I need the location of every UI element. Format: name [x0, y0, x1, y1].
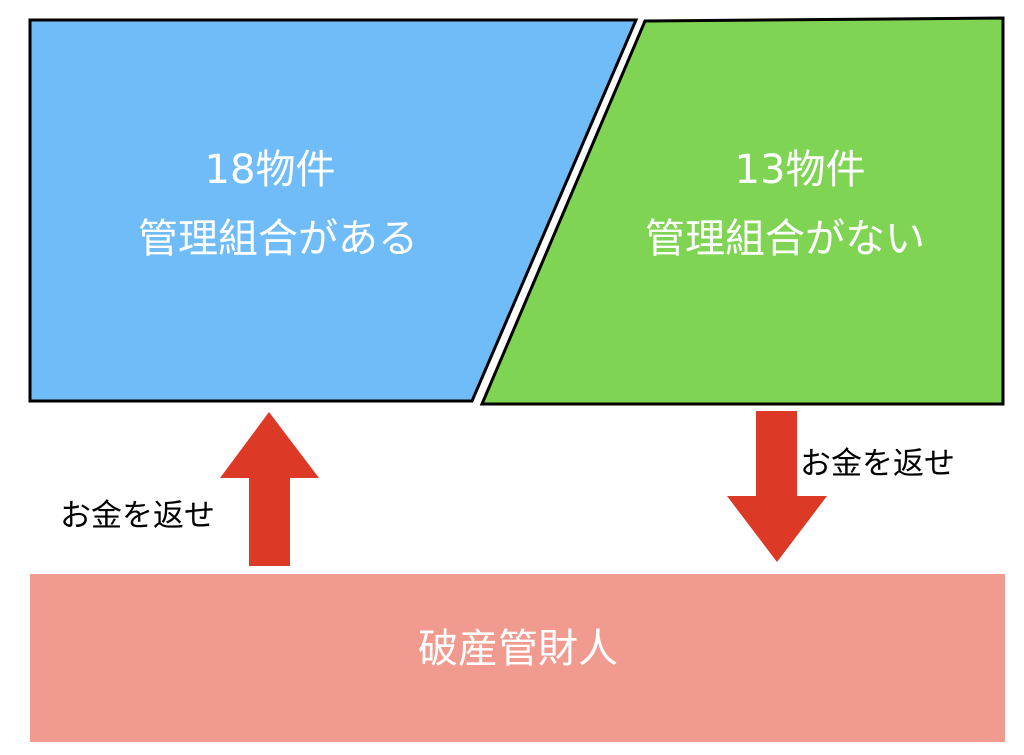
- without-union-count: 13物件: [735, 147, 866, 193]
- trustee-shape: [30, 574, 1005, 742]
- trustee-box: 破産管財人: [30, 574, 1005, 742]
- up-arrow-icon: [220, 412, 319, 566]
- with-union-box: 18物件 管理組合がある: [28, 18, 639, 403]
- up-arrow-label: お金を返せ: [60, 498, 215, 534]
- down-arrow-icon: [727, 411, 827, 562]
- without-union-box: 13物件 管理組合がない: [479, 16, 1005, 406]
- down-arrow: お金を返せ: [727, 411, 955, 562]
- without-union-label: 管理組合がない: [645, 216, 925, 262]
- down-arrow-label: お金を返せ: [800, 446, 955, 482]
- with-union-shape: [28, 18, 639, 403]
- without-union-shape: [479, 16, 1005, 406]
- with-union-label: 管理組合がある: [138, 216, 418, 262]
- with-union-count: 18物件: [205, 147, 336, 193]
- up-arrow: お金を返せ: [60, 412, 319, 566]
- trustee-label: 破産管財人: [418, 626, 618, 672]
